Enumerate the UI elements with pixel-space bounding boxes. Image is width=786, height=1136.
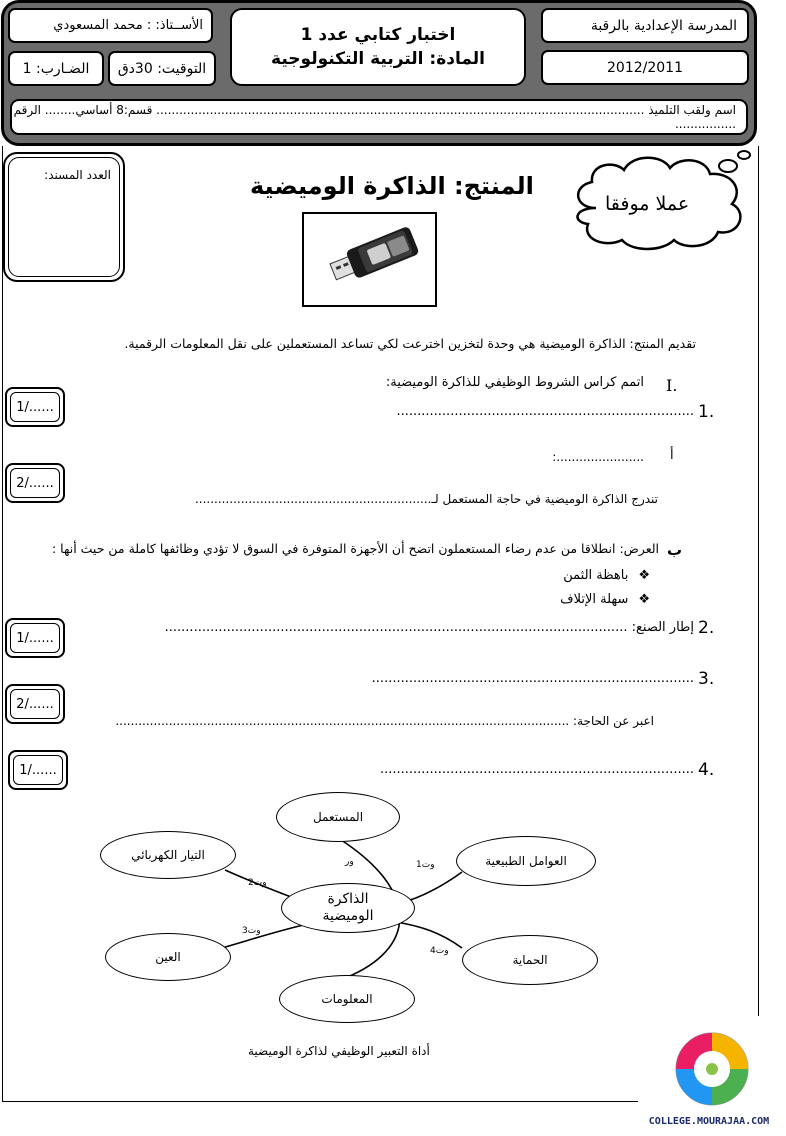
bullet-item-2: ❖ سهلة الإتلاف xyxy=(560,592,650,607)
diagram-information: المعلومات xyxy=(279,975,415,1023)
score-box-5: 1/...... xyxy=(8,750,68,790)
diagram-center-label: الذاكرة الوميضية xyxy=(322,890,374,925)
diagram-natural-factors: العوامل الطبيعية xyxy=(456,836,596,886)
subject: المادة: التربية التكنولوجية xyxy=(271,49,485,69)
footer-site-url[interactable]: COLLEGE.MOURAJAA.COM xyxy=(648,1116,770,1127)
diagram-protection-label: الحماية xyxy=(512,953,548,967)
qa-label: أ xyxy=(670,448,674,463)
section-title: اتمم كراس الشروط الوظيفي للذاكرة الوميضي… xyxy=(385,375,644,390)
score-text-4: 2/...... xyxy=(10,689,60,719)
student-info-text: اسم ولقب التلميذ .......................… xyxy=(13,103,736,131)
coefficient: الضـارب: 1 xyxy=(8,51,104,86)
site-logo-icon xyxy=(675,1032,749,1106)
coefficient-text: الضـارب: 1 xyxy=(22,60,90,77)
product-title: المنتج: الذاكرة الوميضية xyxy=(250,172,534,200)
teacher-text: الأســتاذ: : محمد المسعودي xyxy=(53,18,203,33)
usb-drive-image xyxy=(302,212,437,307)
diagram-eye: العين xyxy=(105,933,231,981)
support-label: العدد المسند: xyxy=(44,168,111,182)
bullet-text-1: باهظة الثمن xyxy=(563,568,629,583)
page-right-border xyxy=(758,146,759,1016)
link-c2: وت2 xyxy=(248,878,267,888)
score-box-4: 2/...... xyxy=(5,684,65,724)
qb-label: ب xyxy=(667,541,683,559)
q3-number: 3. xyxy=(698,669,715,689)
need-line: تندرج الذاكرة الوميضية في حاجة المستعمل … xyxy=(194,492,658,506)
intro-text: تقديم المنتج: الذاكرة الوميضية هي وحدة ل… xyxy=(124,336,696,351)
duration: التوقيت: 30دق xyxy=(108,51,216,86)
usb-drive-icon xyxy=(329,227,419,281)
exam-title-box: اختبار كتابي عدد 1 المادة: التربية التكن… xyxy=(230,8,526,86)
score-box-1: 1/...... xyxy=(5,387,65,427)
link-c1: وت1 xyxy=(416,860,435,870)
qb-text: العرض: انطلاقا من عدم رضاء المستعملون ات… xyxy=(51,541,659,556)
support-box: العدد المسند: xyxy=(3,152,125,282)
q4-answer-line[interactable]: ........................................… xyxy=(379,762,694,777)
school-text: المدرسة الإعدادية بالرقبة xyxy=(590,17,737,34)
diamond-bullet-icon: ❖ xyxy=(638,568,650,583)
score-text-1: 1/...... xyxy=(10,392,60,422)
student-info: اسم ولقب التلميذ .......................… xyxy=(10,99,748,135)
school-name: المدرسة الإعدادية بالرقبة xyxy=(541,8,749,43)
diamond-bullet-icon: ❖ xyxy=(638,592,650,607)
bullet-text-2: سهلة الإتلاف xyxy=(560,592,629,607)
diagram-caption: أداة التعبير الوظيفي لذاكرة الوميضية xyxy=(248,1044,430,1058)
section-numeral: I. xyxy=(666,376,678,395)
page-bottom-border xyxy=(2,1101,638,1102)
diagram-user-label: المستعمل xyxy=(312,810,364,824)
q3-answer-line[interactable]: ........................................… xyxy=(371,671,694,686)
diagram-information-label: المعلومات xyxy=(321,992,373,1006)
diagram-natural-label: العوامل الطبيعية xyxy=(485,854,567,868)
score-text-5: 1/...... xyxy=(13,755,63,785)
duration-text: التوقيت: 30دق xyxy=(117,60,207,77)
score-box-2: 2/...... xyxy=(5,463,65,503)
score-text-2: 2/...... xyxy=(10,468,60,498)
link-c3: وت3 xyxy=(242,926,261,936)
diagram-eye-label: العين xyxy=(155,950,181,964)
link-c4: وت4 xyxy=(430,946,449,956)
q2-number: 2. xyxy=(698,618,715,638)
cloud-shape-icon xyxy=(576,150,751,251)
school-year: 2012/2011 xyxy=(541,50,749,85)
link-fp: ور xyxy=(345,857,354,867)
year-text: 2012/2011 xyxy=(607,59,683,76)
q2-text[interactable]: إطار الصنع: ............................… xyxy=(164,620,694,635)
score-box-3: 1/...... xyxy=(5,618,65,658)
cloud-text: عملا موفقا xyxy=(605,193,690,215)
exam-title: اختبار كتابي عدد 1 xyxy=(300,25,456,45)
q1-answer-line[interactable]: ........................................… xyxy=(396,404,694,419)
score-text-3: 1/...... xyxy=(10,623,60,653)
diagram-power: التيار الكهربائي xyxy=(100,831,236,879)
teacher-name: الأســتاذ: : محمد المسعودي xyxy=(8,8,213,43)
page-left-border xyxy=(2,146,3,1102)
qa-answer-line[interactable]: .......................: xyxy=(552,450,644,464)
diagram-protection: الحماية xyxy=(462,935,598,985)
need-express-line[interactable]: اعبر عن الحاجة: ........................… xyxy=(115,714,654,728)
q1-number: 1. xyxy=(698,402,715,422)
bullet-item-1: ❖ باهظة الثمن xyxy=(563,568,650,583)
diagram-center: الذاكرة الوميضية xyxy=(281,883,415,933)
diagram-power-label: التيار الكهربائي xyxy=(131,848,205,862)
q4-number: 4. xyxy=(698,760,715,780)
diagram-user: المستعمل xyxy=(276,792,400,842)
